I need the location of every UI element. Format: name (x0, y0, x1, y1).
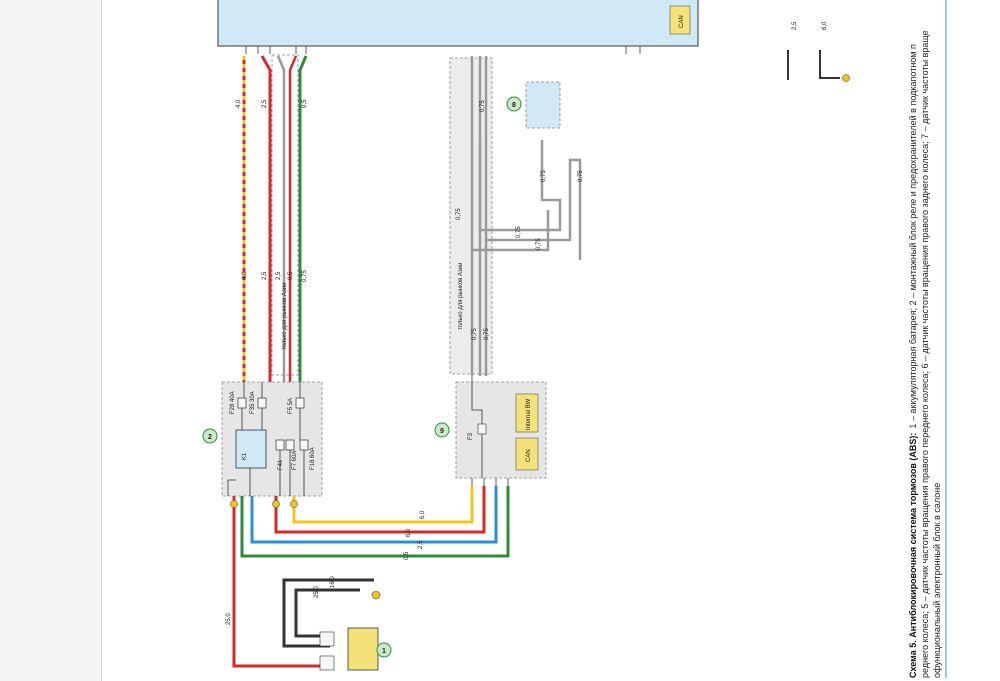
module-9-internal-wiring (471, 376, 509, 486)
component-9-label: 9 (440, 428, 444, 435)
module-9-can-text: CAN (526, 449, 532, 462)
caption-text-2: реднего колеса; 5 – датчик частоты враще… (920, 30, 930, 678)
asia-only-bundle (271, 54, 299, 376)
wire-label-0-75-low: 0,75 (302, 270, 308, 282)
component-8-marker (506, 96, 522, 112)
caption-text-3: офункциональный электронный блок в салон… (932, 483, 942, 678)
relay-k1-label: K1 (242, 452, 248, 460)
fuse-f35-label: F35 30A (250, 391, 256, 414)
wire-label-4-0-low: 4,0 (242, 271, 248, 280)
wire-label-25-0: 25,0 (226, 613, 232, 625)
wire-label-2-5-low: 2,5 (262, 271, 268, 280)
wire-label-0-75-f: 0,75 (516, 226, 522, 238)
ring-terminals (230, 500, 298, 508)
abs-can-text: CAN (679, 15, 685, 28)
wire-2-5-blue (250, 486, 498, 544)
wire-label-0-75-g: 0,75 (536, 238, 542, 250)
battery-terminal-minus (319, 631, 335, 647)
ground-right (842, 74, 850, 82)
wire-label-16-black: 16,0 (330, 576, 336, 588)
wire-label-6-0b: 6,0 (406, 528, 412, 537)
wire-0-5-red (288, 55, 298, 382)
abs-connector-pins (245, 46, 641, 54)
wire-label-2-5-top: 2,5 (262, 99, 268, 108)
wire-0-5-green (240, 486, 510, 558)
fuse-f7-label: F7 60A (292, 451, 298, 470)
wire-label-6-0: 6,0 (420, 510, 426, 519)
wire-label-right-2-5: 2,5 (792, 21, 798, 30)
fuse-f3-label: F3 (468, 432, 474, 440)
ground-terminal (371, 590, 381, 600)
component-2-marker (202, 428, 218, 444)
component-8-label: 8 (512, 102, 516, 109)
asia-only-note-1: только для рынков Азии (282, 283, 288, 350)
fuse-f18-label: F18 60A (310, 447, 316, 470)
wire-label-0-5-green: 0,5 (404, 551, 410, 560)
fuse-f3 (477, 423, 487, 435)
wire-2-5-red (260, 55, 272, 382)
component-1-marker (376, 642, 392, 658)
wire-label-0-5-low: 0,5 (288, 271, 294, 280)
module-9-internal-box (515, 393, 539, 433)
wire-label-0-75-c: 0,75 (480, 100, 486, 112)
wire-label-25-black: 25,0 (314, 586, 320, 598)
fuse-f41-label: F41 (278, 459, 284, 470)
relay-k1 (235, 429, 267, 469)
component-2-label: 2 (208, 434, 212, 441)
wire-label-2-5-gray: 2,5 (276, 271, 282, 280)
module-9-can-box (515, 437, 539, 471)
component-1-label: 1 (382, 648, 386, 655)
wire-label-4-0: 4,0 (236, 99, 242, 108)
fuse-f28-label: F28 40A (230, 391, 236, 414)
gray-harness-wires (470, 56, 582, 376)
wire-label-2-5-blue: 2,5 (418, 540, 424, 549)
wire-label-0-75-b: 0,75 (456, 208, 462, 220)
wire-label-0-75-i: 0,75 (484, 328, 490, 340)
wire-label-0-75-e: 0,75 (578, 170, 584, 182)
module-9-internal-text: Internal BW (526, 398, 532, 430)
abs-can-label-box (669, 5, 691, 35)
asia-only-note-2: только для рынков Азии (458, 263, 464, 330)
wire-label-0-75-d: 0,75 (541, 170, 547, 182)
wire-0-75-green (298, 55, 308, 382)
caption-text-1: Схема 5. Антиблокировочная система тормо… (908, 44, 918, 678)
battery-terminal-plus (319, 655, 335, 671)
wire-right-2 (819, 50, 840, 79)
wire-black-25 (294, 588, 360, 638)
wire-black-16 (282, 578, 374, 648)
battery-1 (347, 627, 379, 671)
wire-6-0-yellow (292, 486, 474, 524)
fuse-block-internal-wiring (227, 382, 305, 496)
page-edge (101, 0, 102, 681)
sensor-8 (525, 81, 561, 129)
wire-label-right-6-0: 6,0 (822, 21, 828, 30)
abs-unit (217, 0, 699, 47)
wire-25-0-red (232, 496, 330, 668)
wire-label-0-75-h: 0,75 (472, 328, 478, 340)
fuse-f5-label: F5 5A (288, 398, 294, 414)
wire-6-0-red (274, 486, 486, 534)
wire-2-5-gray (276, 55, 286, 382)
component-9-marker (434, 422, 450, 438)
wire-label-0-5-top: 0,5 (302, 99, 308, 108)
